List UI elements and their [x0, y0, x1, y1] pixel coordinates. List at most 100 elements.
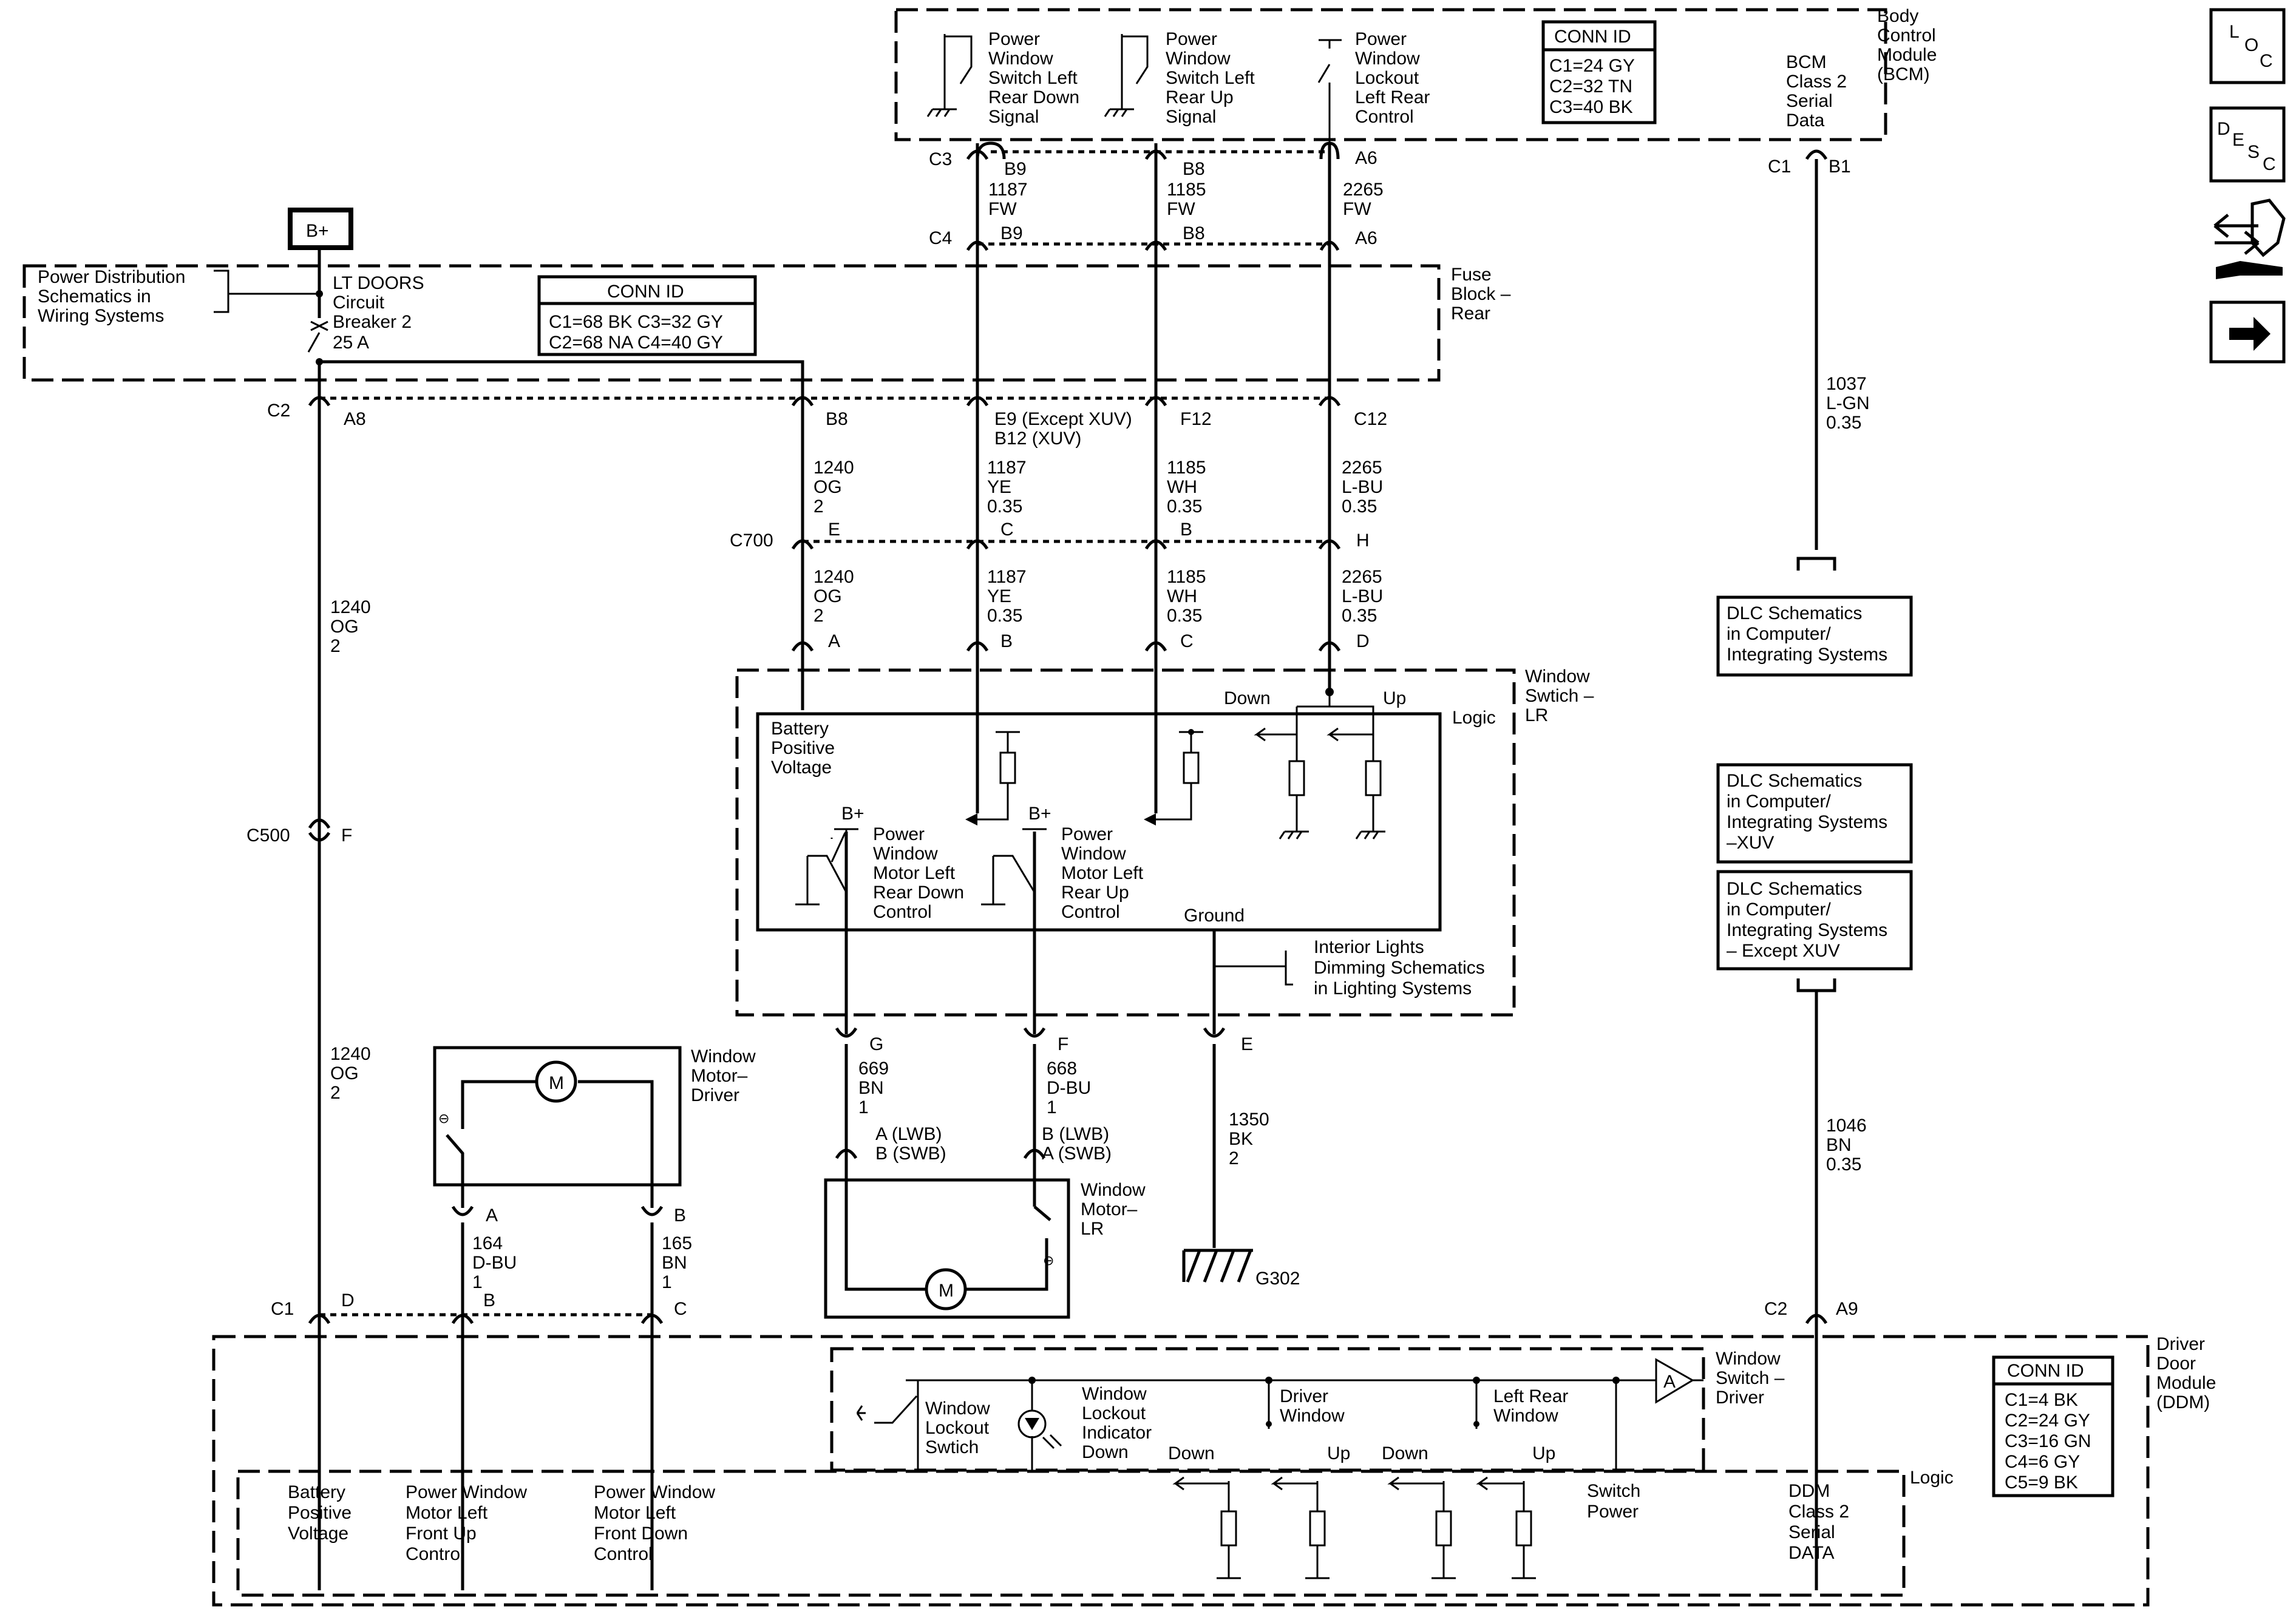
ddm-c1-label: C1: [271, 1299, 294, 1319]
w2265-b-color: L-BU: [1342, 586, 1383, 606]
lr-motor-name-3: LR: [1081, 1219, 1104, 1239]
w1187-b-num: 1187: [987, 567, 1027, 587]
c700-pin-b: B: [1180, 520, 1192, 540]
interior-lights-ref[interactable]: Interior Lights Dimming Schematics in Li…: [1314, 937, 1485, 998]
w1350-gauge: 2: [1229, 1148, 1239, 1168]
w669-color: BN: [858, 1078, 884, 1098]
ddm-c1-pin-c: C: [674, 1299, 687, 1319]
ddm-front-up-2: Motor Left: [406, 1503, 488, 1523]
bcm-lockout-l3: Lockout: [1355, 68, 1419, 88]
dlc-ref-xuv[interactable]: DLC Schematics in Computer/ Integrating …: [1716, 763, 1913, 864]
next-page-button[interactable]: [2209, 300, 2286, 364]
desc-button[interactable]: D E S C: [2209, 106, 2286, 183]
bcm-class2-l1: BCM: [1786, 52, 1827, 72]
pd-ref-1: Power Distribution: [38, 267, 185, 287]
bcm-pin-b1: B1: [1829, 157, 1851, 177]
ddm-serial-1: DDM: [1788, 1481, 1830, 1501]
ddm-name-3: Module: [2156, 1373, 2216, 1393]
fuse-conn-id-box: CONN ID C1=68 BK C3=32 GY C2=68 NA C4=40…: [537, 275, 757, 356]
ddm-serial-2: Class 2: [1788, 1502, 1849, 1522]
loc-button[interactable]: L O C: [2209, 8, 2286, 84]
w2265-b-num: 2265: [1342, 567, 1382, 587]
lr-motor-m-icon: [925, 1268, 967, 1310]
ddm-c2-label: C2: [1764, 1299, 1787, 1319]
ddm-conn-c4: C4=6 GY: [2005, 1452, 2080, 1472]
bcm-sw-up-l3: Switch Left: [1166, 68, 1255, 88]
c700-pin-e: E: [828, 520, 840, 540]
bcm-pin-b8: B8: [1183, 159, 1205, 179]
w2265-a-color: L-BU: [1342, 477, 1383, 497]
lr-motor-name-1: Window: [1081, 1180, 1146, 1200]
bcm-pin-b9: B9: [1004, 159, 1027, 179]
w165-color: BN: [662, 1253, 687, 1273]
fuse-pin-b12: B12 (XUV): [994, 429, 1081, 449]
lr-motor-pin-a-1: A (LWB): [875, 1124, 942, 1144]
lr-bplus-2: B+: [1028, 804, 1051, 824]
wire-1037[interactable]: [1796, 159, 1836, 571]
lr-motor-up-1: Power: [1061, 824, 1113, 844]
fuse-pin-b8: B8: [826, 409, 848, 429]
power-distribution-ref[interactable]: Power Distribution Schematics in Wiring …: [38, 267, 316, 326]
w2265-a-gauge: 0.35: [1342, 497, 1377, 517]
ddm-conn-title: CONN ID: [2007, 1361, 2084, 1381]
bcm-class2-l4: Data: [1786, 110, 1825, 131]
w668-color: D-BU: [1047, 1078, 1091, 1098]
bcm-sw-down-l1: Power: [988, 29, 1040, 49]
bcm-sw-up-l2: Window: [1166, 49, 1231, 69]
connector-tool-icon[interactable]: [2213, 198, 2286, 279]
breaker-4: 25 A: [333, 333, 369, 353]
bcm-sw-up-l5: Signal: [1166, 107, 1216, 127]
lr-motor-down-5: Control: [873, 902, 932, 922]
fuse-pin-e9: E9 (Except XUV): [994, 409, 1132, 429]
bcm-conn-c3: C3=40 BK: [1549, 97, 1633, 117]
lr-pin-d: D: [1356, 631, 1370, 651]
ddm-switch-power-2: Power: [1587, 1502, 1639, 1522]
bcm-class2-l2: Class 2: [1786, 72, 1847, 92]
ddm-conn-c5: C5=9 BK: [2005, 1473, 2078, 1493]
lr-out-pin-f: F: [1058, 1034, 1068, 1054]
desc-letter-s: S: [2247, 142, 2260, 162]
lr-pin-a: A: [828, 631, 840, 651]
w164-gauge: 1: [472, 1272, 483, 1292]
w1240-left-color: OG: [330, 617, 359, 637]
lr-logic-label: Logic: [1452, 708, 1496, 728]
w1240-left2-num: 1240: [330, 1044, 371, 1064]
w1037-color: L-GN: [1826, 393, 1870, 413]
w164-color: D-BU: [472, 1253, 517, 1273]
w1037-num: 1037: [1826, 374, 1867, 394]
bcm-sw-up-l4: Rear Up: [1166, 87, 1234, 107]
dlc-ref-except-xuv[interactable]: DLC Schematics in Computer/ Integrating …: [1716, 870, 1913, 971]
w1350-color: BK: [1229, 1129, 1253, 1149]
bcm-sw-down-l2: Window: [988, 49, 1053, 69]
w1240-left2-color: OG: [330, 1063, 359, 1083]
ddm-serial-4: DATA: [1788, 1543, 1835, 1563]
ddm-internal-circuitry: [856, 1329, 1818, 1579]
lockout-sw-2: Lockout: [925, 1418, 990, 1438]
ddm-conn-c3: C3=16 GN: [2005, 1431, 2091, 1451]
w1350-num: 1350: [1229, 1110, 1269, 1130]
w164-num: 164: [472, 1233, 503, 1253]
bcm-conn-c1: C1=24 GY: [1549, 56, 1635, 76]
lr-motor-down-1: Power: [873, 824, 925, 844]
w1185-a-gauge: 0.35: [1167, 497, 1202, 517]
w1240-a-num: 1240: [813, 458, 854, 478]
driver-window-1: Driver: [1280, 1386, 1328, 1406]
dlc-except-2: in Computer/: [1727, 900, 1831, 920]
left-rear-window-2: Window: [1493, 1406, 1558, 1426]
fuse-conn-row2: C2=68 NA C4=40 GY: [549, 333, 723, 353]
dlc-xuv-3: Integrating Systems: [1727, 812, 1887, 832]
dlc-top-1: DLC Schematics: [1727, 603, 1862, 623]
bcm-c4-label: C4: [929, 228, 952, 248]
c500-label: C500: [246, 825, 290, 846]
w1187-a-num: 1187: [987, 458, 1027, 478]
ground-g302: G302: [1182, 1044, 1300, 1289]
ddm-front-up-4: Control: [406, 1544, 464, 1564]
interior-ref-1: Interior Lights: [1314, 937, 1424, 957]
w165-num: 165: [662, 1233, 692, 1253]
ddm-front-up-1: Power Window: [406, 1482, 527, 1502]
dlc-ref-top[interactable]: DLC Schematics in Computer/ Integrating …: [1716, 595, 1913, 677]
lr-batt-2: Positive: [771, 738, 835, 758]
driver-motor-m-icon: [535, 1060, 577, 1103]
ddm-boundary: [212, 1335, 2150, 1607]
